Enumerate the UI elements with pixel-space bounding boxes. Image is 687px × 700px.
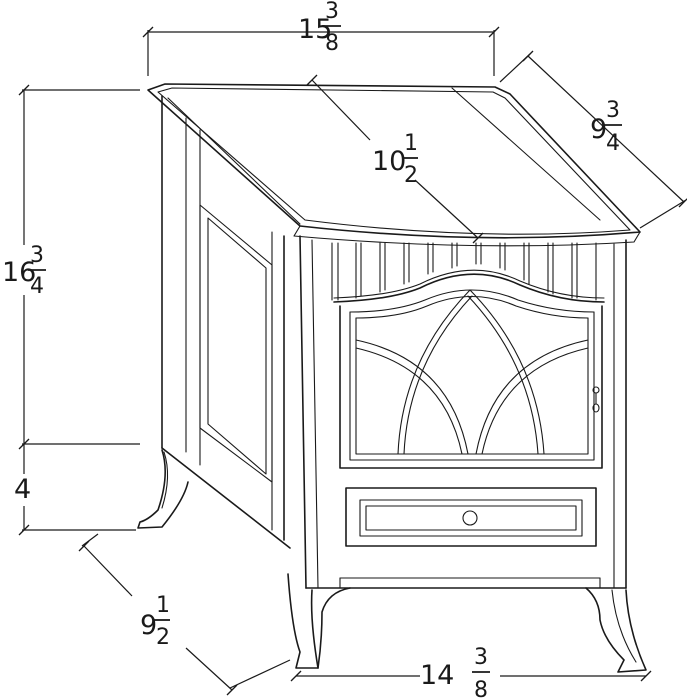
dimension-base-width [290,670,652,682]
label-height: 16 3 4 [0,243,46,299]
base-depth-num: 1 [156,593,170,618]
label-side-right: 9 3 4 [590,98,622,156]
top-width-num: 3 [325,0,339,24]
label-top-depth: 10 1 2 [372,131,418,188]
leg-height-value: 4 [14,474,31,505]
top-depth-num: 1 [404,131,418,156]
base-depth-den: 2 [156,625,170,650]
cabinet-top [147,83,641,247]
height-whole: 16 [2,257,36,288]
side-right-num: 3 [606,98,620,123]
base-width-num: 3 [474,645,488,670]
base-depth-whole: 9 [140,610,157,641]
dimension-side-right [499,50,687,229]
cabinet-left-side [161,95,291,549]
label-base-depth: 9 1 2 [140,593,170,650]
base-width-whole: 14 [420,660,454,691]
cabinet-slats [331,242,597,301]
drawer [345,487,597,547]
top-width-whole: 15 [298,14,332,45]
height-num: 3 [30,243,44,268]
top-depth-whole: 10 [372,146,406,177]
cabinet-front [299,235,627,589]
glass-door [339,289,603,469]
drawer-knob [462,510,478,526]
label-leg-height: 4 [10,474,38,506]
dimension-top-width [142,26,500,76]
side-right-whole: 9 [590,114,607,145]
base-width-den: 8 [474,678,488,700]
top-width-den: 8 [325,31,339,56]
cabinet-left-leg [137,449,189,529]
door-arch [333,269,605,303]
dimension-top-depth [306,74,484,244]
top-depth-den: 2 [404,163,418,188]
label-base-width: 14 3 8 [420,645,490,700]
label-top-width: 15 3 8 [298,0,341,56]
height-den: 4 [30,274,44,299]
dimension-height [18,84,140,536]
side-right-den: 4 [606,131,620,156]
cabinet-front-legs [287,573,647,673]
dimension-base-depth [78,533,291,696]
